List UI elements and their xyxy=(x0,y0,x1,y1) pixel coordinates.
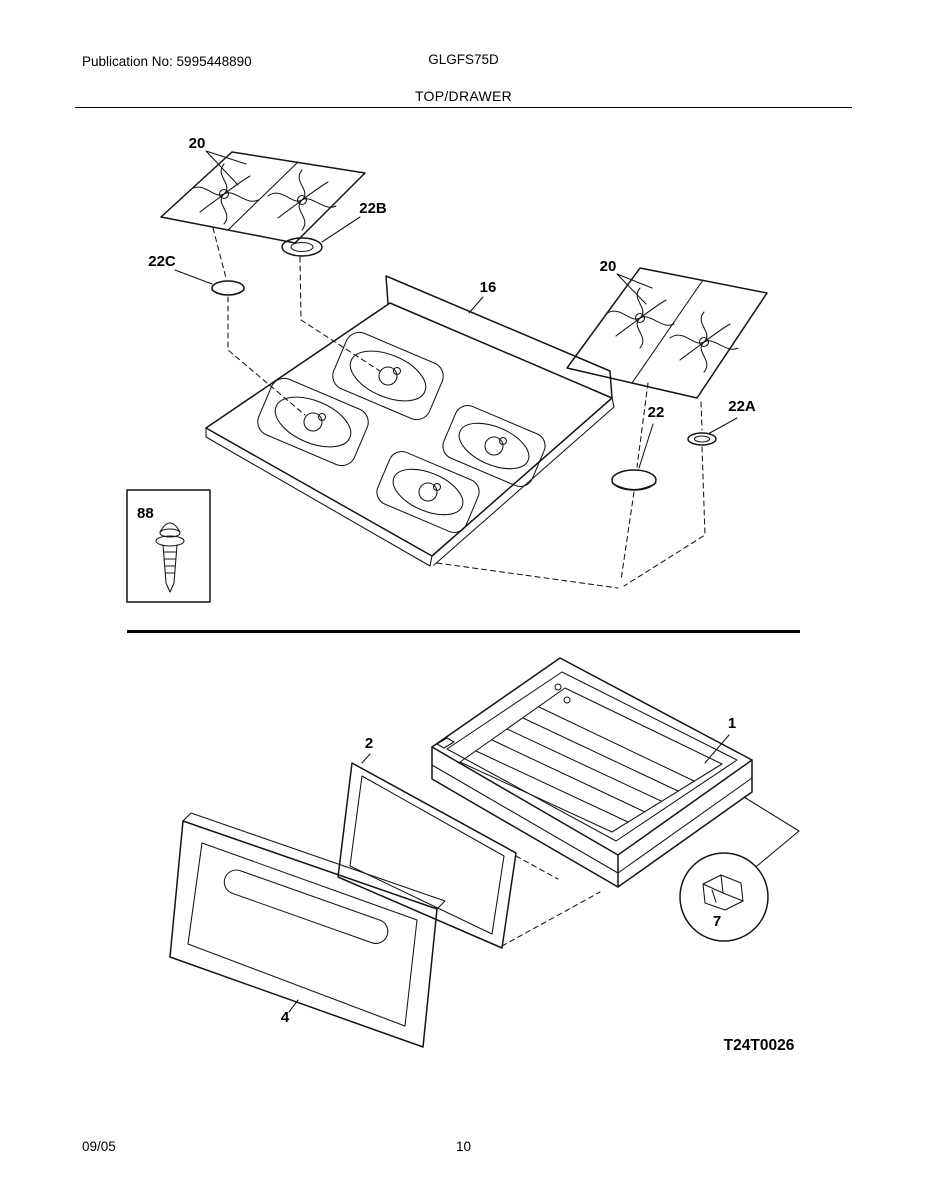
callout-inner-panel: 2 xyxy=(365,735,373,752)
drawer-front-panel-drawing xyxy=(169,812,446,1048)
glide-detail-drawing xyxy=(679,796,800,942)
burner-cap-22b-drawing xyxy=(281,237,323,257)
drawer-body-drawing xyxy=(431,657,753,888)
screw-key-box xyxy=(126,489,211,603)
callout-drawer-body: 1 xyxy=(728,715,736,732)
maintop-drawing xyxy=(205,275,615,567)
callout-cap-22c: 22C xyxy=(148,253,176,270)
callout-screw: 88 xyxy=(137,505,154,522)
callout-grate-left: 20 xyxy=(189,135,206,152)
publication-number: Publication No: 5995448890 xyxy=(82,54,252,69)
drawer-inner-panel-drawing xyxy=(337,762,601,949)
burner-cap-22-drawing xyxy=(611,469,657,491)
callout-cap-22: 22 xyxy=(648,404,665,421)
callout-leader-lines xyxy=(174,150,738,1013)
header-rule xyxy=(75,107,852,108)
burner-cap-22a-drawing xyxy=(687,432,717,446)
burner-cap-22c-drawing xyxy=(211,280,245,296)
footer-page-number: 10 xyxy=(455,1139,472,1154)
callout-maintop: 16 xyxy=(480,279,497,296)
callout-front-panel: 4 xyxy=(281,1009,290,1026)
callout-grate-right: 20 xyxy=(600,258,617,275)
callout-cap-22b: 22B xyxy=(359,200,387,217)
callout-glide: 7 xyxy=(713,913,721,930)
section-title: TOP/DRAWER xyxy=(414,88,513,104)
section-divider xyxy=(127,630,800,633)
screw-icon xyxy=(155,522,185,593)
footer-date: 09/05 xyxy=(82,1139,116,1154)
burner-grate-left-drawing xyxy=(160,151,366,244)
callout-cap-22a: 22A xyxy=(728,398,756,415)
diagram-code: T24T0026 xyxy=(724,1037,795,1054)
assembly-dashed-lines-top xyxy=(212,227,706,589)
model-number: GLGFS75D xyxy=(428,52,499,67)
burner-grate-right-drawing xyxy=(566,267,768,399)
